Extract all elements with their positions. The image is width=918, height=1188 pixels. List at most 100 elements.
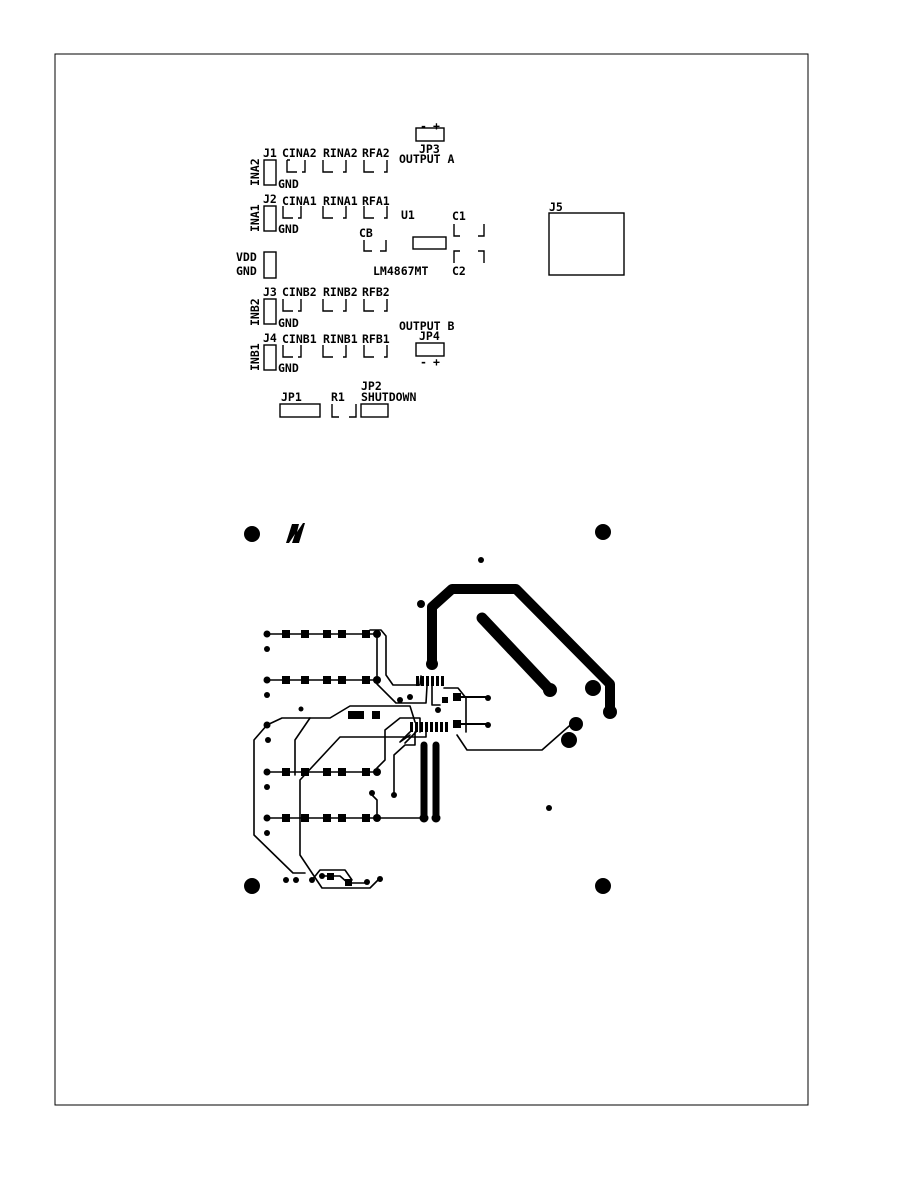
- j5-label: J5: [549, 200, 563, 214]
- pad: [569, 717, 583, 731]
- u1-footprint: [410, 676, 448, 732]
- cinb2-outline: [282, 299, 302, 312]
- jp1-label: JP1: [281, 390, 302, 404]
- pad: [585, 680, 601, 696]
- output-a-pad-end: [603, 705, 617, 719]
- rfa2-label: RFA2: [362, 146, 390, 160]
- output-a-pad: [426, 658, 438, 670]
- trace: [431, 685, 441, 706]
- jp1-outline: [279, 403, 321, 418]
- via: [478, 557, 484, 563]
- output-b-pad: [543, 683, 557, 697]
- j1-label: J1: [263, 146, 277, 160]
- trace-b-u1: [393, 731, 416, 796]
- rina1-label: RINA1: [323, 194, 358, 208]
- loop-trace-inner: [299, 731, 427, 889]
- trace: [460, 696, 489, 725]
- jp3-minus: -: [420, 119, 427, 133]
- jp2-outline: [360, 403, 389, 418]
- jp4-minus: -: [420, 355, 427, 369]
- loop-trace-outer: [253, 724, 306, 874]
- trace-a1-u1: [376, 637, 428, 704]
- jp3-outline: [415, 127, 445, 142]
- gnd-2-label: GND: [278, 222, 299, 236]
- cina2-outline: [286, 159, 306, 173]
- inb1-label: INB1: [248, 343, 262, 371]
- j3-outline: [263, 298, 277, 325]
- gnd-pwr-label: GND: [236, 264, 257, 278]
- rfb1-label: RFB1: [362, 332, 390, 346]
- row-a1-copper: [263, 676, 381, 698]
- cina2-label: CINA2: [282, 146, 317, 160]
- power-connector-outline: [263, 251, 277, 279]
- via: [397, 697, 403, 703]
- rfb2-label: RFB2: [362, 285, 390, 299]
- via: [407, 694, 413, 700]
- cinb1-outline: [282, 345, 302, 358]
- inb2-label: INB2: [248, 298, 262, 326]
- rfb2-outline: [363, 299, 388, 312]
- mounting-hole-top-right: [595, 524, 611, 540]
- chip-label: LM4867MT: [373, 264, 428, 278]
- shutdown-label: SHUTDOWN: [361, 390, 416, 404]
- mounting-hole-top-left: [244, 526, 260, 542]
- pad: [453, 720, 461, 728]
- row-b1-copper: [263, 814, 425, 836]
- via: [298, 706, 304, 712]
- j2-label: J2: [263, 192, 277, 206]
- pad: [453, 693, 461, 701]
- trace-a2-u1: [369, 629, 422, 686]
- output-b-trace: [476, 612, 556, 696]
- row-a2-copper: [263, 630, 381, 652]
- via: [435, 707, 441, 713]
- gnd-4-label: GND: [278, 361, 299, 375]
- rfb1-outline: [363, 345, 388, 358]
- jp4-outline: [415, 342, 445, 357]
- row-cb-copper: [263, 705, 416, 743]
- thin-trace-u1: [443, 687, 467, 733]
- rinb1-outline: [322, 345, 347, 358]
- cb-outline: [363, 240, 387, 252]
- r1-label: R1: [331, 390, 345, 404]
- rinb1-label: RINB1: [323, 332, 358, 346]
- rinb2-outline: [322, 299, 347, 312]
- via: [369, 790, 375, 796]
- rinb2-label: RINB2: [323, 285, 358, 299]
- r1-outline: [331, 404, 357, 418]
- pad: [561, 732, 577, 748]
- c1-label: C1: [452, 209, 466, 223]
- j3-label: J3: [263, 285, 277, 299]
- jp2-label: JP2: [361, 379, 382, 393]
- j4-label: J4: [263, 331, 277, 345]
- trace-b2-u1: [376, 717, 421, 769]
- rina2-label: RINA2: [323, 146, 358, 160]
- row-b2-copper: [263, 768, 381, 790]
- page-frame: [54, 53, 809, 1106]
- trace: [294, 717, 311, 776]
- cina1-label: CINA1: [282, 194, 317, 208]
- gnd-1-label: GND: [278, 177, 299, 191]
- jp4-plus: +: [433, 355, 440, 369]
- pad: [442, 697, 448, 703]
- rfa1-outline: [363, 206, 388, 219]
- output-b-label: OUTPUT B: [399, 319, 454, 333]
- trace: [371, 794, 378, 815]
- cinb2-label: CINB2: [282, 285, 317, 299]
- output-a-trace: [427, 584, 615, 717]
- j2-outline: [263, 205, 277, 232]
- cb-label: CB: [359, 226, 373, 240]
- c2-outline: [453, 250, 485, 263]
- cinb1-label: CINB1: [282, 332, 317, 346]
- national-semiconductor-logo-icon: [286, 523, 305, 543]
- via: [546, 805, 552, 811]
- vdd-label: VDD: [236, 250, 257, 264]
- pad: [431, 813, 441, 823]
- rfa2-outline: [363, 160, 388, 173]
- c1-outline: [453, 224, 485, 237]
- u1-label: U1: [401, 208, 415, 222]
- j4-outline: [263, 344, 277, 371]
- mounting-hole-bottom-left: [244, 878, 260, 894]
- rfa1-label: RFA1: [362, 194, 390, 208]
- u1-outline: [412, 236, 447, 250]
